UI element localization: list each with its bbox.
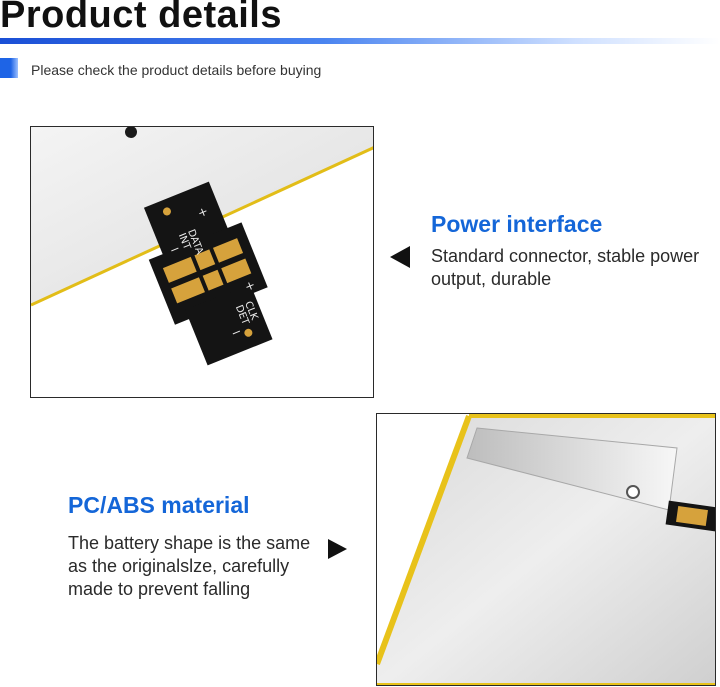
pcb-label-plus-bottom: + — [243, 277, 258, 294]
connector-closeup-image: DATA INT + − CLK DET + − — [30, 126, 374, 398]
header-underline — [0, 38, 720, 44]
battery-connector-contacts — [676, 505, 708, 527]
battery-full-image — [376, 413, 716, 686]
pcb-label-minus-bottom: − — [229, 324, 244, 341]
pcb-label-plus-top: + — [196, 204, 211, 221]
feature-title-power-interface: Power interface — [431, 211, 603, 237]
mount-hole-icon — [125, 127, 137, 138]
page-subtitle: Please check the product details before … — [31, 62, 322, 78]
feature-desc-power-interface: Standard connector, stable power output,… — [431, 246, 700, 289]
pcb-label-minus-top: − — [167, 241, 182, 258]
pcb-connector: DATA INT + − CLK DET + − — [143, 181, 273, 366]
page-title: Product details — [0, 0, 282, 36]
pointer-left-icon — [390, 246, 410, 268]
connector-closeup-drawing: DATA INT + − CLK DET + − — [31, 127, 373, 366]
battery-full-drawing — [377, 414, 715, 685]
feature-desc-material: The battery shape is the same as the ori… — [68, 533, 311, 599]
strip-hole-icon — [626, 485, 640, 499]
subtitle-marker — [0, 58, 18, 78]
pointer-right-icon — [328, 539, 347, 559]
feature-title-material: PC/ABS material — [68, 492, 250, 518]
battery-edge-left — [377, 414, 472, 666]
